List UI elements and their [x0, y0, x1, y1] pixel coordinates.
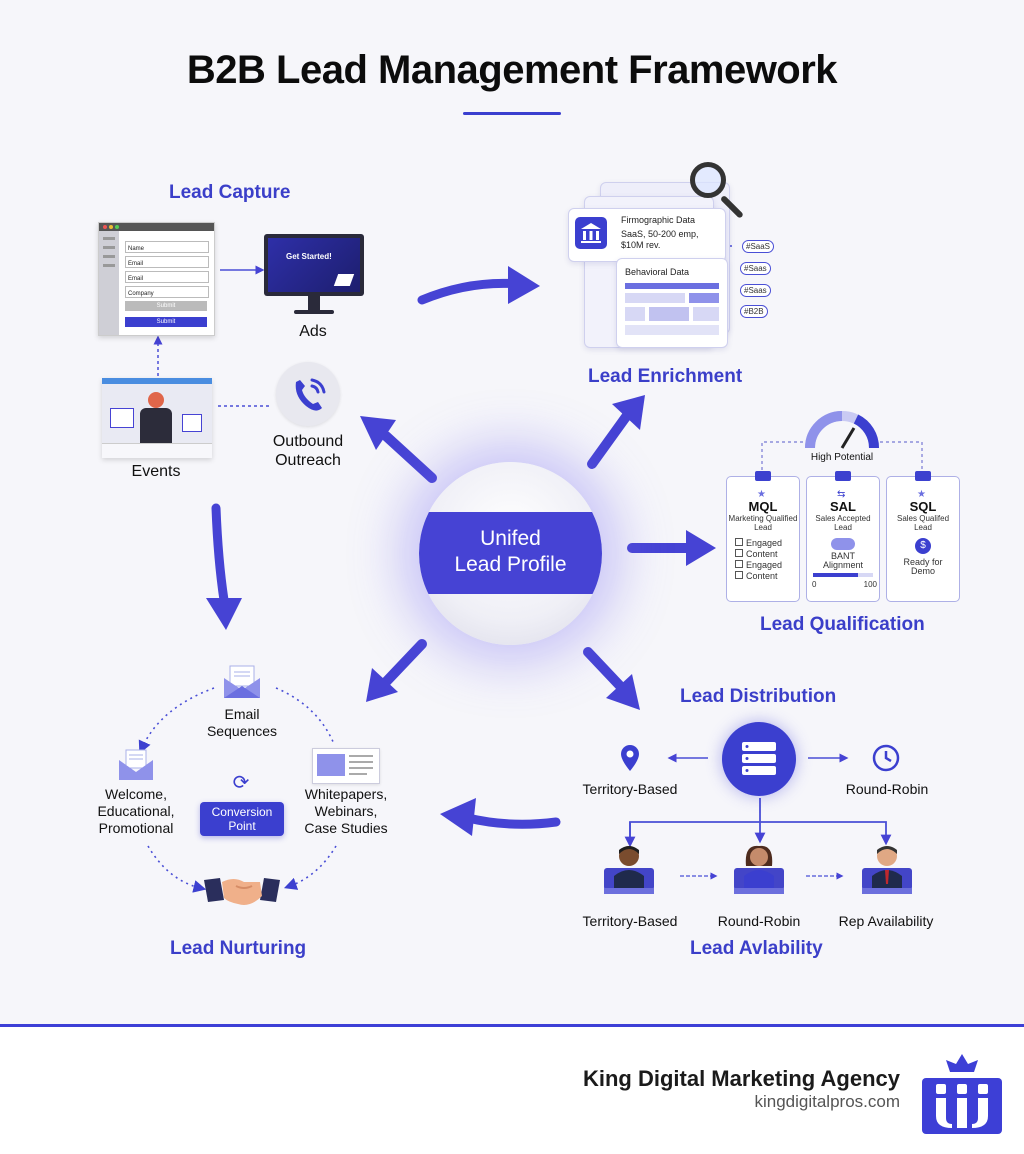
availability-label-2: Round-Robin — [717, 913, 801, 929]
signup-form-window: Name Email Email Company Submit Submit — [98, 222, 215, 336]
availability-label-3: Rep Availability — [838, 913, 934, 929]
email-envelope-icon — [222, 664, 262, 700]
lead-capture-heading: Lead Capture — [169, 182, 291, 203]
gauge-label: High Potential — [810, 452, 874, 463]
behavioral-card: Behavioral Data — [616, 258, 728, 348]
outbound-label: Outbound Outreach — [272, 433, 344, 469]
form-email-field[interactable]: Email — [125, 256, 209, 268]
email-sequences-label: Email Sequences — [206, 706, 278, 739]
arrow-distribution-to-nurturing-head — [440, 798, 476, 836]
arrow-capture-to-nurturing-head — [206, 598, 242, 630]
lead-qualification-heading: Lead Qualification — [760, 614, 925, 635]
megaphone-icon — [333, 274, 355, 286]
form-company-field[interactable]: Company — [125, 286, 209, 298]
arrow-hub-to-enrichment-head — [612, 395, 645, 430]
arrow-hub-to-distribution — [583, 647, 627, 693]
conversion-point-box: Conversion Point — [200, 802, 284, 836]
person-body-icon — [140, 408, 172, 444]
events-booth — [102, 378, 212, 458]
lead-distribution-heading: Lead Distribution — [680, 686, 837, 707]
form-submit-button[interactable]: Submit — [125, 317, 207, 327]
ads-label: Ads — [299, 323, 327, 340]
newsletter-envelope-icon — [118, 748, 154, 782]
badge-icon-2 — [182, 414, 202, 432]
dollar-icon: $ — [915, 538, 931, 554]
agency-website[interactable]: kingdigitalpros.com — [754, 1092, 900, 1111]
footer-divider — [0, 1024, 1024, 1027]
content-types-label: Whitepapers, Webinars, Case Studies — [304, 786, 388, 836]
arrow-hub-to-outbound — [381, 431, 437, 483]
refresh-icon: ⟳ — [232, 772, 250, 794]
handshake-icon — [204, 868, 280, 914]
arrow-capture-to-enrichment-head — [508, 266, 540, 304]
page-title: B2B Lead Management Framework — [186, 48, 838, 92]
server-icon — [722, 722, 796, 796]
arrow-capture-to-enrichment — [417, 278, 525, 305]
arrow-hub-to-nurturing-head — [366, 668, 398, 702]
arrow-hub-to-outbound-head — [360, 416, 396, 450]
king-logo-icon — [922, 1052, 1002, 1134]
rep-avatar-1 — [604, 844, 654, 904]
arrow-hub-to-enrichment — [587, 409, 633, 469]
bank-icon — [575, 217, 607, 249]
star-icon: ★ — [757, 489, 766, 500]
clock-icon — [872, 744, 900, 772]
gauge-icon — [804, 410, 880, 450]
magnifier-icon — [690, 162, 726, 198]
ad-monitor: Get Started! — [264, 234, 364, 296]
bant-progress-bar — [813, 573, 873, 577]
person-head-icon — [148, 392, 164, 408]
unified-lead-profile-hub: Unifed Lead Profile — [419, 462, 602, 645]
form-name-field[interactable]: Name — [125, 241, 209, 253]
agency-name: King Digital Marketing Agency — [582, 1066, 900, 1091]
lead-nurturing-heading: Lead Nurturing — [170, 938, 307, 959]
tag-pill: #Saas — [740, 262, 771, 275]
monitor-base — [294, 310, 334, 314]
arrow-hub-to-qualification-head — [686, 530, 716, 566]
firmographic-card: Firmographic Data SaaS, 50-200 emp, $10M… — [568, 208, 726, 262]
rep-avatar-3 — [862, 844, 912, 904]
lead-enrichment-heading: Lead Enrichment — [588, 366, 743, 387]
sql-card: ★ SQL Sales Qualifed Lead $ Ready for De… — [886, 471, 960, 602]
footer — [0, 1027, 1024, 1154]
sal-card: ⇆ SAL Sales Accepted Lead BANT Alignment… — [806, 471, 880, 602]
hub-line-1: Unifed — [480, 527, 541, 550]
form-email-field-2[interactable]: Email — [125, 271, 209, 283]
rep-avatar-2 — [734, 844, 784, 904]
title-underline — [463, 112, 561, 115]
arrow-hub-to-distribution-head — [606, 674, 640, 710]
handshake-icon — [831, 538, 855, 550]
round-robin-label: Round-Robin — [845, 781, 929, 797]
star-icon: ★ — [917, 489, 926, 500]
hub-line-2: Lead Profile — [454, 553, 567, 576]
phone-icon — [276, 362, 340, 426]
arrow-hub-to-nurturing — [379, 639, 427, 689]
location-pin-icon — [620, 744, 640, 772]
content-document-icon — [312, 748, 380, 784]
ad-screen-text: Get Started! — [286, 252, 332, 261]
arrow-distribution-to-nurturing — [463, 813, 561, 829]
tag-pill: #Saas — [740, 284, 771, 297]
events-label: Events — [131, 463, 181, 480]
availability-label-1: Territory-Based — [582, 913, 678, 929]
campaign-types-label: Welcome, Educational, Promotional — [97, 786, 175, 836]
handshake-icon-small: ⇆ — [837, 489, 846, 500]
mql-card: ★ MQL Marketing Qualified Lead Engaged C… — [726, 471, 800, 602]
lead-availability-heading: Lead Avlability — [690, 938, 823, 959]
territory-label: Territory-Based — [582, 781, 678, 797]
arrow-capture-to-nurturing — [211, 503, 229, 605]
monitor-stand — [308, 296, 320, 310]
form-submit-button-grey[interactable]: Submit — [125, 301, 207, 311]
tag-pill: #B2B — [740, 305, 768, 318]
tag-pill: #SaaS — [742, 240, 775, 253]
badge-icon — [110, 408, 134, 428]
